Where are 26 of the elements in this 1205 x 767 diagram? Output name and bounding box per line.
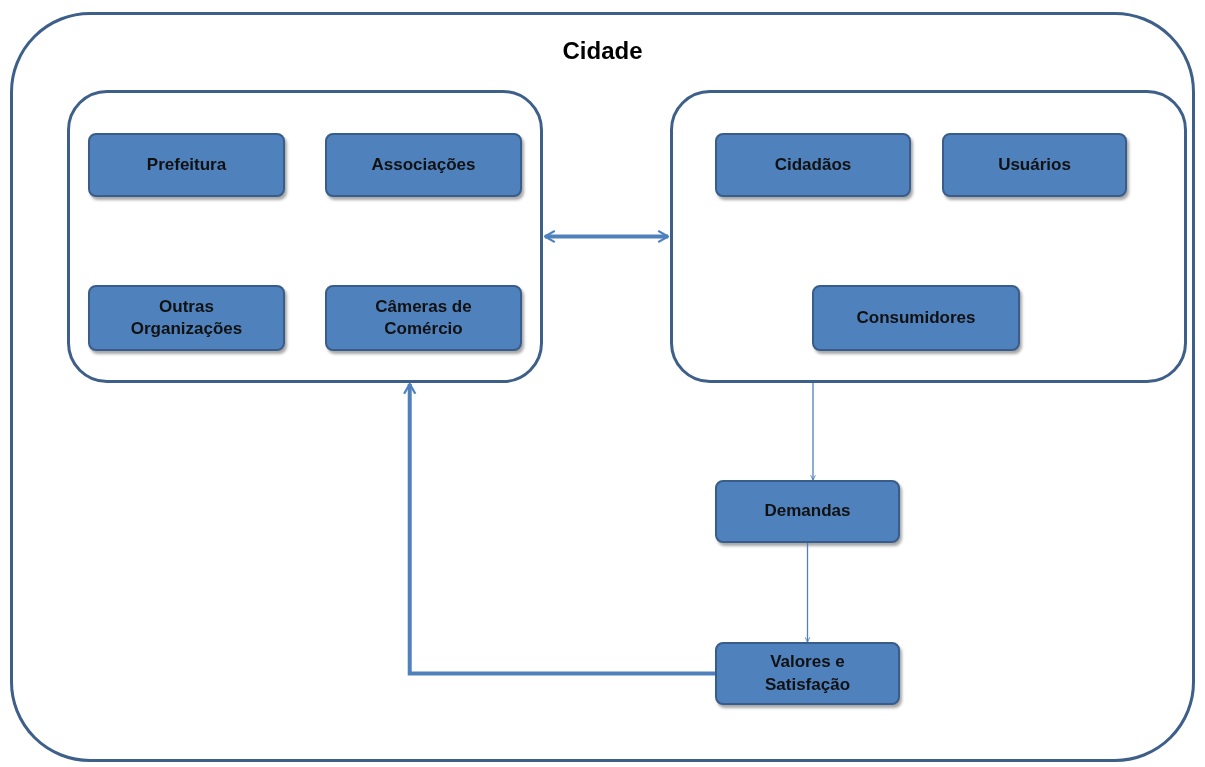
box-label: Valores e Satisfação (763, 651, 851, 696)
process-box (715, 133, 911, 197)
arrow (543, 229, 670, 244)
arrow (810, 382, 816, 481)
process-box (325, 133, 522, 197)
process-box (325, 285, 522, 351)
box-label: Usuários (998, 153, 1071, 176)
city-container (10, 12, 1195, 762)
process-box (812, 285, 1020, 351)
box-label: Outras Organizações (129, 295, 244, 340)
box-label: Cidadãos (774, 153, 852, 176)
container-title: Cidade (561, 37, 644, 65)
process-box (715, 642, 900, 705)
group-box (67, 90, 543, 383)
process-box (88, 285, 285, 351)
arrow (403, 382, 715, 676)
box-label: Prefeitura (146, 153, 227, 176)
process-box (715, 480, 900, 543)
box-label: Câmeras de Comércio (374, 295, 473, 340)
box-label: Demandas (764, 500, 851, 523)
box-label: Associações (371, 153, 476, 176)
group-box (670, 90, 1187, 383)
process-box (88, 133, 285, 197)
arrow (804, 542, 811, 643)
process-box (942, 133, 1127, 197)
box-label: Consumidores (856, 306, 976, 329)
